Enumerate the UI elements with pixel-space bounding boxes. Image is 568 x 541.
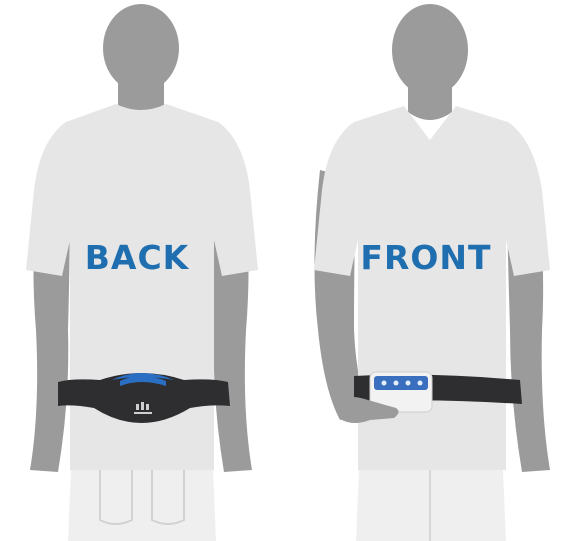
front-view-panel: FRONT (284, 0, 568, 541)
neck (408, 76, 452, 120)
back-view-panel: BACK (0, 0, 284, 541)
front-label: FRONT (284, 238, 568, 277)
back-label: BACK (0, 238, 279, 277)
